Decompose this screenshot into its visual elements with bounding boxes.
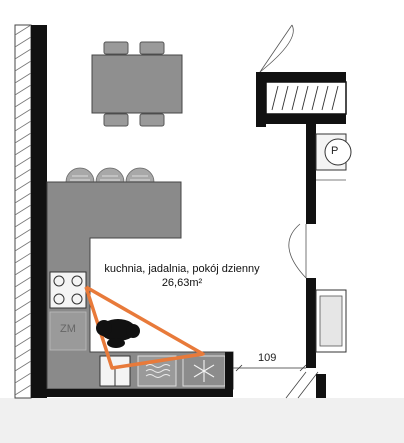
oven: [137, 355, 177, 387]
door-swing: [259, 24, 294, 73]
bottom-wall: [31, 389, 233, 397]
marker-label: P: [331, 145, 339, 157]
stool: [125, 167, 155, 183]
chair: [103, 41, 129, 55]
cooktop: [49, 271, 87, 309]
sink: [99, 355, 131, 387]
right-walls: [256, 24, 352, 399]
bar-stools: [65, 167, 155, 183]
stool: [65, 167, 95, 183]
room-area: 26,63m²: [161, 277, 203, 289]
room-name: kuchnia, jadalnia, pokój dzienny: [104, 263, 260, 275]
snowflake-icon: [193, 360, 215, 382]
chair: [139, 113, 165, 127]
dimension-line: [233, 364, 307, 372]
p-marker: [324, 138, 352, 166]
door-swing: [288, 223, 307, 279]
stool: [95, 167, 125, 183]
partition-wall: [225, 352, 233, 397]
dining-table: [91, 54, 183, 114]
appliance-label: ZM: [60, 323, 76, 335]
dishwasher: [49, 311, 87, 351]
chair: [103, 113, 129, 127]
dimension-label: 109: [258, 352, 277, 364]
exterior-wall: [31, 25, 47, 398]
fridge: [182, 355, 226, 387]
person-icon: [96, 319, 140, 348]
dining-table-set: [91, 41, 183, 127]
room-label: kuchnia, jadalnia, pokój dzienny 26,63m²: [92, 262, 272, 290]
chair: [139, 41, 165, 55]
exterior-wall-hatched: [14, 24, 32, 399]
